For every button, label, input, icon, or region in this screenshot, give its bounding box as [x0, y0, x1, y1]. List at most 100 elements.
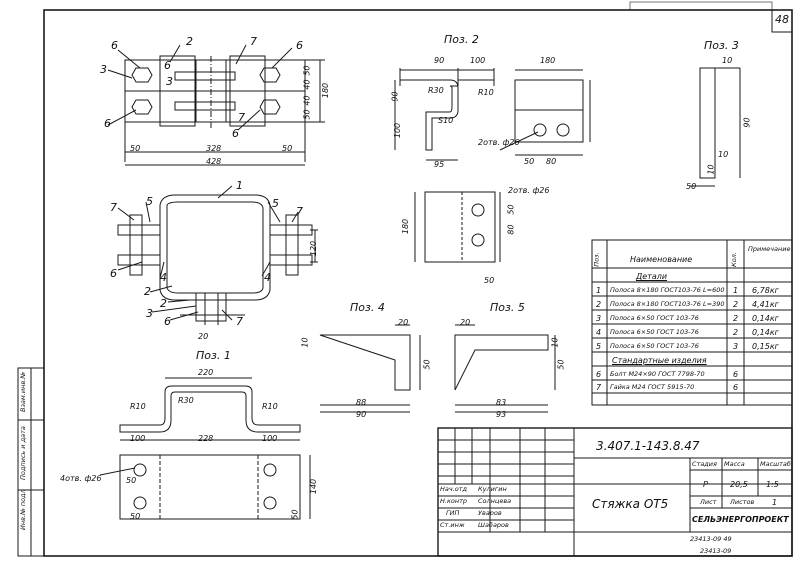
- stage-header: Стадия: [692, 460, 717, 468]
- dim: 180: [540, 56, 556, 65]
- dim: 80: [546, 157, 557, 166]
- callout: 2: [186, 35, 193, 48]
- spec-header-note: Примечание: [748, 245, 791, 253]
- callout: 2: [160, 297, 167, 310]
- organization: СЕЛЬЭНЕРГОПРОЕКТ: [692, 515, 789, 524]
- spec-section-details: Детали: [636, 272, 668, 281]
- callout: 1: [236, 179, 243, 192]
- dim: 90: [434, 56, 445, 65]
- dim: 2отв. ф26: [478, 138, 520, 147]
- role-name: Солнцева: [478, 497, 512, 505]
- spec-row-pos: 2: [596, 300, 602, 309]
- spec-row-name: Полоса 8×180 ГОСТ103-76 L=600: [610, 286, 725, 294]
- callout: 6: [164, 59, 171, 72]
- callout: 7: [236, 315, 243, 328]
- callout: 6: [104, 117, 111, 130]
- callout: 6: [164, 315, 171, 328]
- spec-row-name: Гайка М24 ГОСТ 5915-70: [610, 383, 695, 391]
- spec-row-name: Полоса 6×50 ГОСТ 103-76: [610, 328, 699, 336]
- dim: 10: [718, 150, 729, 159]
- dim: R10: [262, 402, 278, 411]
- spec-section-standard: Стандартные изделия: [612, 356, 707, 365]
- spec-row-note: 0,15кг: [752, 342, 779, 351]
- spec-row-qty: 1: [733, 286, 739, 295]
- dim: 90: [390, 91, 400, 102]
- spec-row-name: Полоса 6×50 ГОСТ 103-76: [610, 342, 699, 350]
- callout: 3: [100, 63, 107, 76]
- spec-row-qty: 2: [733, 300, 739, 309]
- spec-header-name: Наименование: [630, 255, 693, 264]
- sheet-number: 48: [775, 13, 789, 26]
- role-label: Нач.отд: [440, 485, 468, 493]
- dim: R10: [130, 402, 146, 411]
- spec-header-qty: Кол.: [729, 252, 738, 267]
- spec-header-pos: Поз.: [592, 252, 601, 267]
- spec-row-name: Болт М24×90 ГОСТ 7798-70: [610, 370, 705, 378]
- poz3-gusset: [699, 67, 716, 179]
- callout: 6: [111, 39, 118, 52]
- spec-row-qty: 2: [733, 314, 739, 323]
- dim: 10: [550, 337, 560, 348]
- poz5-lower: [454, 334, 549, 391]
- dim: 50: [422, 359, 432, 370]
- scale-value: 1:5: [766, 480, 779, 489]
- view-label-poz2: Поз. 2: [444, 33, 479, 46]
- dim: 50: [524, 157, 535, 166]
- spec-row-note: 4,41кг: [752, 300, 779, 309]
- dim: 95: [434, 160, 445, 169]
- poz2-side: [400, 79, 494, 151]
- callout: 5: [272, 197, 279, 210]
- dim: 40: [302, 79, 312, 90]
- dim: 93: [496, 410, 507, 419]
- corner-code: 23413-09: [700, 547, 732, 555]
- dim: 83: [496, 398, 507, 407]
- role-name: Кулигин: [478, 485, 507, 493]
- dim: 20: [198, 332, 209, 341]
- callout: 7: [110, 201, 117, 214]
- document-code: 3.407.1-143.8.47: [596, 439, 700, 453]
- dim: 90: [356, 410, 367, 419]
- callout: 7: [238, 111, 245, 124]
- dim: 4отв. ф26: [60, 474, 102, 483]
- callout: 5: [146, 195, 153, 208]
- dim: 20: [460, 318, 471, 327]
- callout: 6: [296, 39, 303, 52]
- dim: 50: [484, 276, 495, 285]
- dim: 120: [309, 240, 319, 257]
- spec-row-pos: 1: [596, 286, 602, 295]
- spec-table-frame: [591, 239, 793, 406]
- spec-row-pos: 7: [596, 383, 602, 392]
- callout: 4: [160, 271, 167, 284]
- dim: R30: [428, 86, 444, 95]
- dim: 50: [130, 512, 141, 521]
- poz1-plan: [119, 454, 301, 520]
- spec-row-pos: 6: [596, 370, 602, 379]
- spec-row-note: 0,14кг: [752, 328, 779, 337]
- poz2-front: [514, 79, 584, 143]
- spec-row-qty: 2: [733, 328, 739, 337]
- dim: 10: [300, 337, 310, 348]
- dim: 10: [706, 164, 716, 175]
- title-block-frame: [437, 427, 793, 557]
- callout: 7: [250, 35, 257, 48]
- bottom-code: 23413-09 49: [690, 535, 732, 543]
- dim: 50: [290, 509, 300, 520]
- dim: 20: [398, 318, 409, 327]
- spec-row-pos: 3: [596, 314, 602, 323]
- dim: 2отв. ф26: [508, 186, 550, 195]
- dim: 50: [302, 65, 312, 76]
- spec-row-name: Полоса 8×180 ГОСТ103-76 L=390: [610, 300, 725, 308]
- dim: 40: [302, 95, 312, 106]
- dim: R30: [178, 396, 194, 405]
- dim: 80: [506, 224, 516, 235]
- dim: 50: [130, 144, 141, 153]
- poz1-bent: [119, 385, 301, 433]
- dim: S10: [438, 116, 454, 125]
- side-stamp-replace: Взам.инв.№: [19, 372, 27, 412]
- spec-row-note: 0,14кг: [752, 314, 779, 323]
- drawing-title: Стяжка ОТ5: [592, 497, 669, 511]
- spec-row-pos: 4: [596, 328, 602, 337]
- callout: 6: [232, 127, 239, 140]
